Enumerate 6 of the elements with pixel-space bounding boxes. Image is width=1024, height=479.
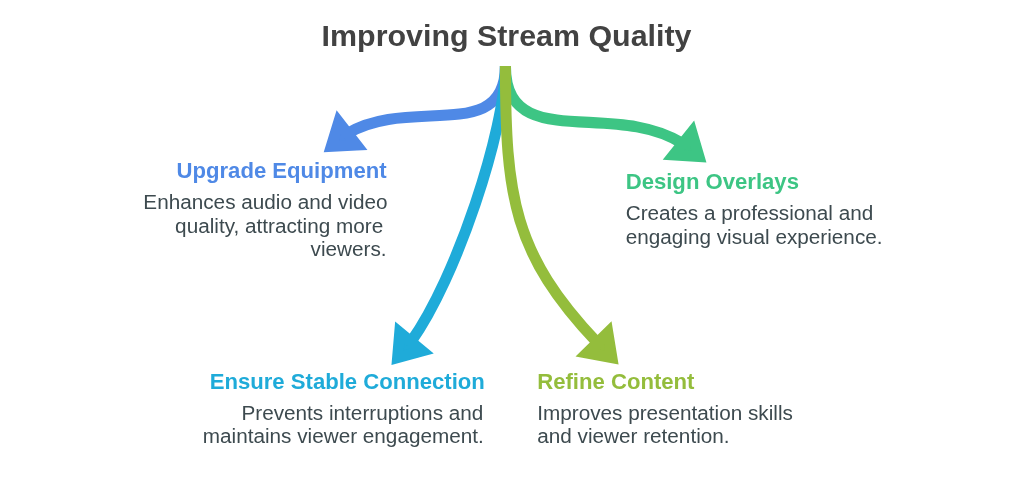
node-text: Ensure Stable Connection Prevents interruptions and maintains viewer engagement.	[202, 369, 485, 448]
node-text: Design Overlays Creates a professional and engaging visual experience.	[625, 169, 883, 248]
node-text: Improving Stream Quality	[321, 18, 692, 53]
arrow	[499, 66, 619, 365]
node-text: Upgrade Equipment Enhances audio and video quality, attracting more viewers.	[143, 158, 388, 261]
node-text: Refine Content Improves presentation skills and viewer retention.	[537, 369, 793, 448]
